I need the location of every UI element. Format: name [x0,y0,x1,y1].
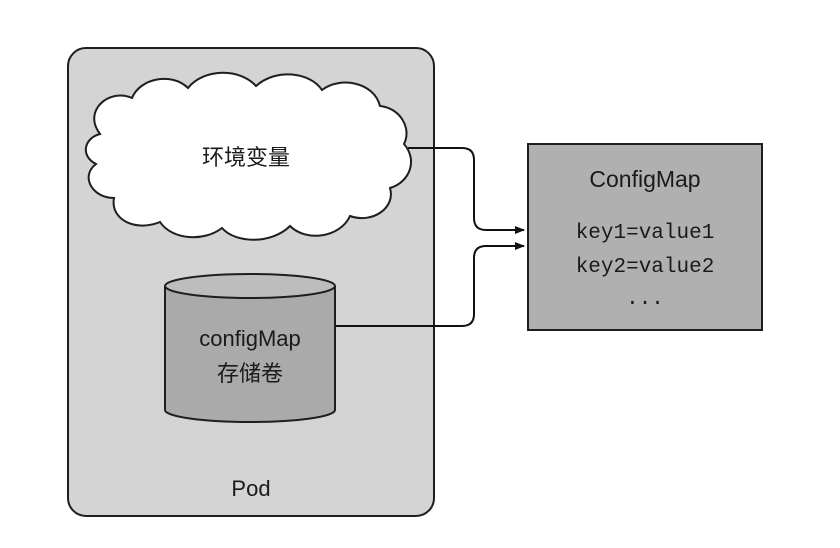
configmap-entry: key1=value1 [575,222,715,245]
configmap-entry: key2=value2 [575,256,715,279]
volume-cylinder-top [164,273,336,299]
arrow-env-to-configmap [408,147,525,234]
volume-label-line2: 存储卷 [216,362,283,387]
volume-cylinder-body [164,286,336,423]
arrow-volume-to-configmap [335,242,525,327]
env-cloud-label: 环境变量 [201,146,290,171]
configmap-title: ConfigMap [589,166,701,192]
volume-label-line1: configMap [199,326,301,351]
pod-label: Pod [231,476,271,501]
configmap-entry-ellipsis: ... [626,288,664,311]
env-cloud-shape [85,71,413,241]
configmap-box [527,143,763,331]
